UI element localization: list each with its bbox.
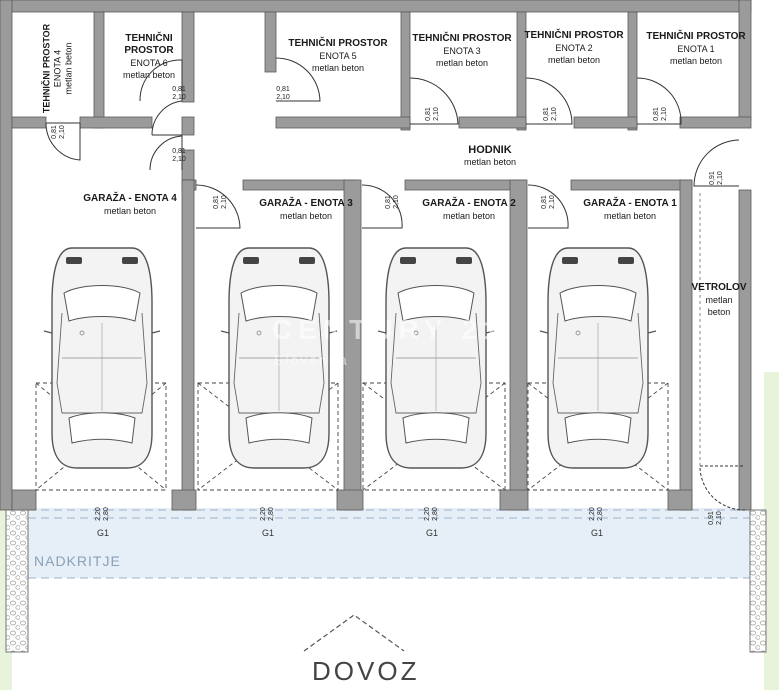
watermark: CENTURY 21 (272, 314, 505, 345)
door-swings (45, 57, 746, 511)
stone-wall-left (5, 509, 29, 653)
room-label-tech-5: TEHNIČNI PROSTOR ENOTA 5 metlan beton (288, 38, 388, 73)
canopy-label: NADKRITJE (34, 553, 121, 569)
car-garage-1 (539, 247, 657, 469)
room-label-tech-6: TEHNIČNI PROSTOR ENOTA 6 metlan beton (122, 33, 176, 80)
room-label-hodnik: HODNIK metlan beton (463, 144, 517, 167)
room-label-tech-1: TEHNIČNI PROSTOR ENOTA 1 metlan beton (646, 31, 746, 66)
garage-door-code-2: G1 (426, 528, 439, 538)
stone-wall-right (749, 509, 767, 653)
entrance-arrow (303, 614, 405, 652)
room-label-tech-2: TEHNIČNI PROSTOR ENOTA 2 metlan beton (524, 30, 624, 65)
garage-door-code-1: G1 (591, 528, 604, 538)
room-label-garage-1: GARAŽA - ENOTA 1 metlan beton (583, 198, 677, 221)
room-label-garage-2: GARAŽA - ENOTA 2 metlan beton (422, 198, 516, 221)
room-label-vetrolov: VETROLOV metlan beton (691, 282, 747, 317)
garage-door-code-4: G1 (97, 528, 110, 538)
room-label-garage-4: GARAŽA - ENOTA 4 metlan beton (83, 193, 177, 216)
room-label-garage-3: GARAŽA - ENOTA 3 metlan beton (259, 198, 353, 221)
entrance-label: DOVOZ (312, 656, 420, 686)
garage-door-code-3: G1 (262, 528, 275, 538)
walls (0, 0, 752, 511)
car-garage-2 (377, 247, 495, 469)
room-label-tech-3: TEHNIČNI PROSTOR ENOTA 3 metlan beton (412, 33, 512, 68)
car-garage-4 (43, 247, 161, 469)
canopy-area (28, 508, 750, 578)
watermark-sub: Slovenija (274, 352, 349, 368)
grass-right (764, 372, 779, 690)
room-label-tech-4: TEHNIČNI PROSTOR ENOTA 4 metlan beton (41, 23, 74, 114)
